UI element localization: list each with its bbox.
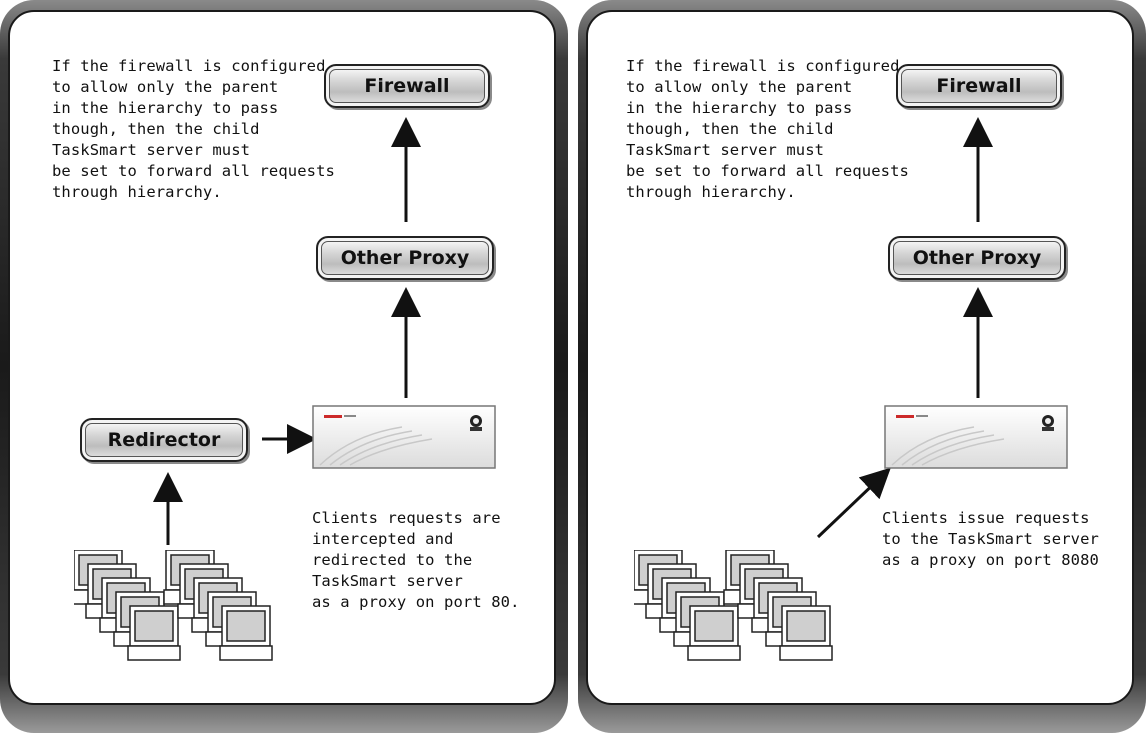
redirector-label: Redirector [107, 429, 221, 451]
firewall-node[interactable]: Firewall [324, 64, 490, 108]
client-computers-icon [634, 550, 833, 661]
client-note: Clients issue requests to the TaskSmart … [882, 509, 1099, 569]
firewall-label: Firewall [364, 75, 450, 97]
firewall-note: If the firewall is configured to allow o… [52, 57, 335, 201]
tasksmart-server-icon [884, 405, 1068, 469]
firewall-node[interactable]: Firewall [896, 64, 1062, 108]
other-proxy-label: Other Proxy [912, 247, 1042, 269]
firewall-note: If the firewall is configured to allow o… [626, 57, 909, 201]
client-computers-icon [74, 550, 273, 661]
firewall-label: Firewall [936, 75, 1022, 97]
other-proxy-node[interactable]: Other Proxy [888, 236, 1066, 280]
tasksmart-server-icon [312, 405, 496, 469]
other-proxy-node[interactable]: Other Proxy [316, 236, 494, 280]
left-panel: If the firewall is configured to allow o… [0, 0, 568, 733]
right-panel: If the firewall is configured to allow o… [578, 0, 1146, 733]
redirector-node[interactable]: Redirector [80, 418, 248, 462]
client-note: Clients requests are intercepted and red… [312, 509, 520, 611]
other-proxy-label: Other Proxy [340, 247, 470, 269]
